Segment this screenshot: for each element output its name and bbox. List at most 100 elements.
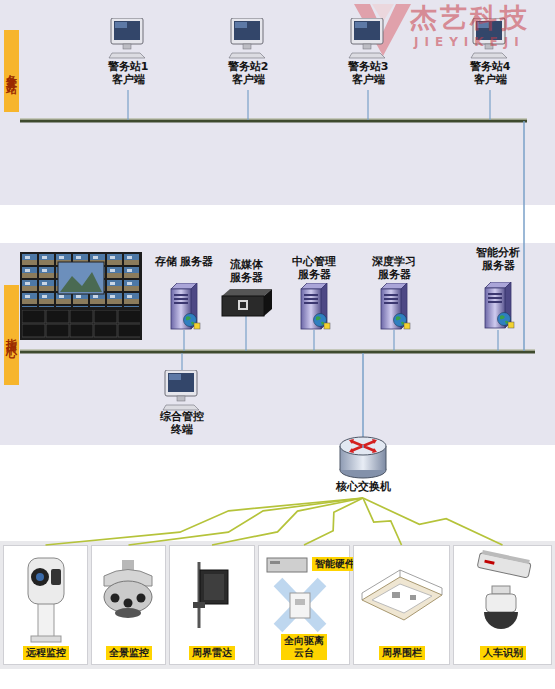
drop-wire xyxy=(367,90,368,120)
client-pc-icon xyxy=(229,18,265,58)
wireless-link xyxy=(212,498,363,545)
panorama-camera-icon xyxy=(122,560,134,572)
deterrent-gimbal-icon xyxy=(295,599,305,605)
watermark-logo xyxy=(354,4,411,56)
watermark-logo xyxy=(354,4,411,56)
media-server-icon xyxy=(222,289,272,296)
media-server-icon xyxy=(222,289,272,316)
media-server-icon xyxy=(264,289,272,316)
core-switch-icon xyxy=(340,437,386,478)
network-bus xyxy=(20,119,527,120)
drop-wire xyxy=(523,243,525,351)
recognition-camera-icon xyxy=(486,594,516,612)
node-label: 智能分析 服务器 xyxy=(468,246,528,272)
video-wall xyxy=(20,252,142,340)
core-switch-icon xyxy=(386,446,387,470)
node-label: 全向驱离云台 xyxy=(281,634,327,660)
zone-label: 指挥中心 xyxy=(4,285,19,385)
recognition-camera-icon xyxy=(484,560,494,565)
recognition-camera-icon xyxy=(492,586,510,594)
media-server-icon xyxy=(222,296,264,316)
recognition-camera-icon xyxy=(477,550,532,629)
ptz-camera-icon xyxy=(28,558,64,642)
panorama-camera-icon xyxy=(124,599,133,608)
ptz-camera-icon xyxy=(38,603,54,639)
deterrent-gimbal-icon xyxy=(267,558,322,628)
panorama-camera-icon xyxy=(115,608,141,618)
core-switch: 核心交换机 xyxy=(323,448,403,498)
client-terminal: 警务站2 客户端 xyxy=(218,14,278,90)
radar-icon xyxy=(204,574,224,600)
video-wall xyxy=(22,254,140,307)
media-server-icon xyxy=(240,302,246,308)
wireless-link xyxy=(46,498,364,545)
node-label: 全景监控 xyxy=(106,646,152,660)
perimeter-fence-icon xyxy=(410,595,416,600)
panorama-camera-icon xyxy=(104,560,152,618)
ptz-camera-icon xyxy=(51,569,61,585)
node-label: 深度学习 服务器 xyxy=(364,255,424,281)
node-label: 核心交换机 xyxy=(323,480,403,493)
ptz-camera-icon xyxy=(36,573,44,581)
watermark-logo xyxy=(372,4,394,22)
watermark-text: JIEYIKEJI xyxy=(414,35,525,49)
network-bus xyxy=(20,119,535,352)
radar-icon xyxy=(200,570,228,604)
client-pc-icon xyxy=(471,18,507,58)
drop-wire xyxy=(245,316,246,351)
network-bus xyxy=(20,120,527,123)
client-pc-icon xyxy=(349,18,385,58)
ptz-camera-icon xyxy=(31,568,49,586)
network-bus xyxy=(20,351,535,354)
fence-box: 周界围栏 xyxy=(353,545,450,665)
panorama-camera-icon xyxy=(104,581,152,613)
server-icon xyxy=(485,282,514,328)
core-switch-icon xyxy=(340,446,341,470)
link-line xyxy=(362,445,364,448)
node-label: 周界围栏 xyxy=(379,646,425,660)
drop-wire xyxy=(393,330,394,351)
drop-wire xyxy=(489,90,490,120)
node-label: 远程监控 xyxy=(23,646,69,660)
core-switch-icon xyxy=(351,441,375,451)
perimeter-fence-icon xyxy=(362,570,442,600)
server-icon xyxy=(381,283,410,329)
zone-band: 各警务站警务站1 客户端警务站2 客户端警务站3 客户端警务站4 客户端 xyxy=(0,0,555,205)
drop-wire xyxy=(313,330,314,351)
link-line xyxy=(523,205,525,243)
drop-wire xyxy=(362,353,364,440)
client-terminal: 警务站3 客户端 xyxy=(338,14,398,90)
drop-wire xyxy=(523,121,525,205)
deterrent-gimbal-icon xyxy=(278,582,322,628)
radar-icon xyxy=(198,562,201,628)
video-wall xyxy=(58,262,104,294)
server-node: 存储 服务器 xyxy=(154,255,214,331)
client-pc-icon xyxy=(163,370,199,410)
client-pc-icon xyxy=(109,18,145,58)
node-label: 存储 服务器 xyxy=(154,255,214,268)
radar-icon xyxy=(193,562,228,628)
video-wall xyxy=(20,252,142,340)
perimeter-fence-icon xyxy=(362,570,442,620)
device-strip xyxy=(0,541,555,669)
core-switch-icon xyxy=(340,462,386,478)
panorama-camera-icon xyxy=(137,594,146,603)
remote-camera-box: 远程监控 xyxy=(3,545,88,665)
perimeter-fence-icon xyxy=(392,592,400,598)
control-terminal: 综合管控 终端 xyxy=(150,368,214,434)
recognition-camera-icon xyxy=(477,550,532,578)
wireless-link xyxy=(363,498,503,545)
video-wall xyxy=(60,272,102,292)
watermark-text: 杰艺科技 xyxy=(410,2,530,34)
recognition-camera-icon xyxy=(477,553,531,578)
node-label: 智能硬件 xyxy=(312,557,358,571)
server-node: 流媒体 服务器 xyxy=(216,258,276,316)
node-label: 周界雷达 xyxy=(189,646,235,660)
node-label: 人车识别 xyxy=(480,646,526,660)
deterrent-box: 智能硬件全向驱离云台 xyxy=(258,545,350,665)
media-server-icon xyxy=(238,300,248,310)
zone-label: 各警务站 xyxy=(4,30,19,112)
